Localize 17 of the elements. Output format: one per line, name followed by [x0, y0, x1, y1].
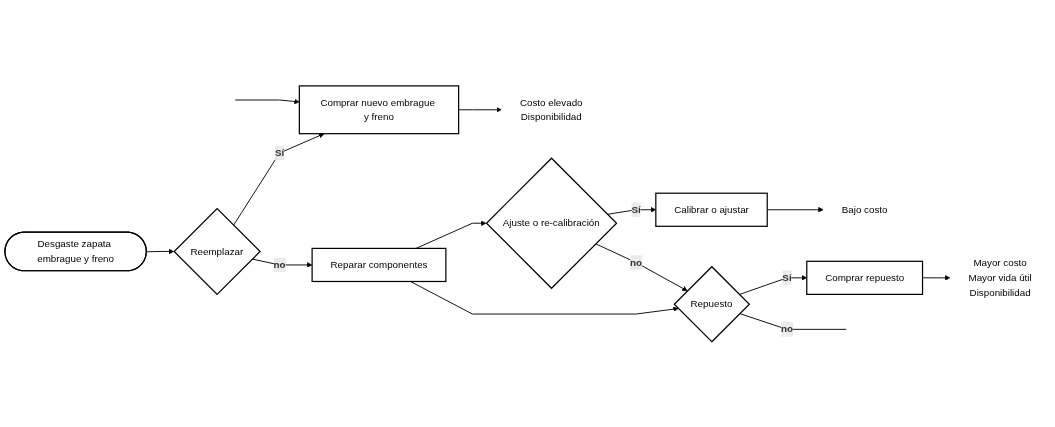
node-text: Mayor costo Mayor vida útil Disponibilidad — [968, 257, 1032, 298]
node-text: Costo elevado Disponibilidad — [519, 96, 583, 122]
node-box: Comprar repuesto — [806, 260, 924, 295]
node-diamond: Ajuste o re-calibración — [485, 157, 618, 289]
node-text: Bajo costo — [841, 203, 888, 215]
node-box: Reparar componentes — [311, 247, 447, 282]
node-box: Calibrar o ajustar — [655, 192, 768, 227]
node-box: Comprar nuevo embrague y freno — [298, 84, 460, 134]
edge-label: no — [630, 256, 643, 268]
connector — [739, 312, 847, 330]
edge-label: Sí — [631, 203, 641, 215]
node-diamond: Repuesto — [673, 265, 751, 343]
edge-label: no — [781, 323, 793, 334]
edge-label: no — [273, 259, 286, 270]
edge-label: Sí — [782, 272, 792, 283]
node-diamond: Reemplazar — [173, 207, 261, 295]
edge-label: Sí — [274, 147, 285, 158]
